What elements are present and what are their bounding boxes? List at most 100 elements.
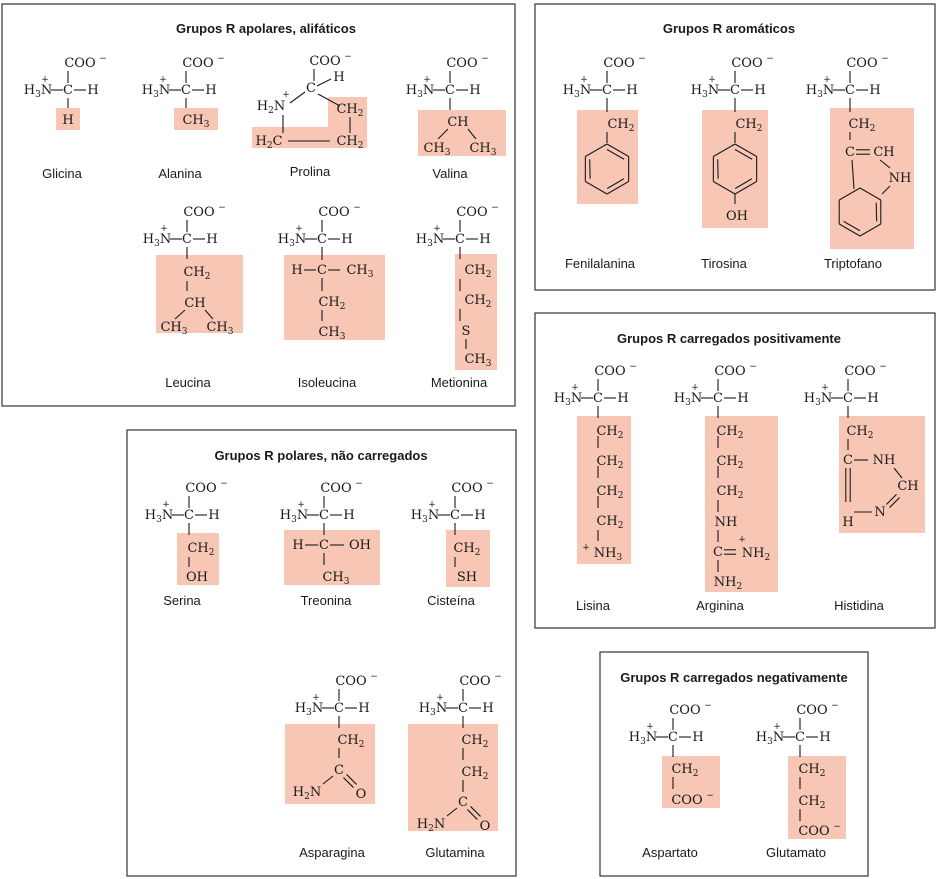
alpha-carbon: C xyxy=(795,730,805,745)
amino-group: H3N xyxy=(406,83,434,100)
negative-charge: − xyxy=(370,672,378,682)
label-ch3: CH3 xyxy=(322,570,349,587)
alpha-hydrogen: H xyxy=(869,83,880,98)
ring-bond xyxy=(734,181,757,195)
panel-positive: Grupos R carregados positivamente xyxy=(534,312,936,629)
amino-acid-name-lisina: Lisina xyxy=(576,598,611,613)
positive-charge: + xyxy=(773,722,781,732)
label-ch2: CH2 xyxy=(336,134,363,151)
alpha-carbon: C xyxy=(450,508,460,523)
panel-polar: Grupos R polares, não carregados xyxy=(126,429,517,877)
label-c: C xyxy=(334,763,344,778)
label-c: C xyxy=(713,545,723,560)
carboxylate-group: COO xyxy=(451,481,482,496)
amino-group: H3N xyxy=(756,730,784,747)
double-bond xyxy=(886,494,897,505)
bond xyxy=(879,159,891,169)
label-h: H xyxy=(292,538,303,553)
charge-sign: − xyxy=(833,822,841,832)
ring-double-bond xyxy=(734,178,753,189)
panel-title: Grupos R carregados positivamente xyxy=(617,331,841,346)
r-group-highlight xyxy=(788,756,846,839)
alpha-hydrogen: H xyxy=(692,730,703,745)
r-group-highlight xyxy=(284,530,380,585)
ring-bond xyxy=(713,143,736,157)
alpha-carbon: C xyxy=(843,391,853,406)
label-ch: CH xyxy=(873,145,894,160)
negative-charge: − xyxy=(220,479,228,489)
amino-acid-name-asparagina: Asparagina xyxy=(299,845,366,860)
r-group-highlight xyxy=(662,756,720,808)
label-coo: COO xyxy=(671,793,702,808)
carboxylate-group: COO xyxy=(183,205,214,220)
label-ch2: CH2 xyxy=(596,514,623,531)
carboxylate-group: COO xyxy=(309,54,340,69)
label-c: C xyxy=(843,453,853,468)
alpha-hydrogen: H xyxy=(626,83,637,98)
label-nh3: NH3 xyxy=(594,546,623,563)
label-ch3: CH3 xyxy=(182,113,209,130)
negative-charge: − xyxy=(704,701,712,711)
carboxylate-group: COO xyxy=(846,56,877,71)
carboxylate-group: COO xyxy=(335,674,366,689)
label-coo: COO xyxy=(798,824,829,839)
amino-group: H3N xyxy=(804,391,832,408)
alpha-carbon: C xyxy=(306,81,316,96)
bond xyxy=(437,128,449,140)
panel-border xyxy=(534,312,936,629)
amino-acid-name-fenilalanina: Fenilalanina xyxy=(565,256,636,271)
alpha-carbon: C xyxy=(845,83,855,98)
carboxylate-group: COO xyxy=(64,56,95,71)
positive-charge: + xyxy=(428,500,436,510)
amino-group: H3N xyxy=(143,232,171,249)
label-ch2: CH2 xyxy=(596,454,623,471)
positive-charge: + xyxy=(312,693,320,703)
negative-charge: − xyxy=(881,54,889,64)
amino-group: H3N xyxy=(806,83,834,100)
label-c: C xyxy=(319,538,329,553)
label-h: H xyxy=(333,70,344,85)
ring-bond xyxy=(585,181,608,195)
alpha-hydrogen: H xyxy=(737,391,748,406)
panel-border xyxy=(599,651,869,877)
panel-border xyxy=(126,429,517,877)
label-ch2: CH2 xyxy=(735,117,762,134)
amino-acid-name-cisteina: Cisteína xyxy=(427,593,475,608)
alpha-carbon: C xyxy=(602,83,612,98)
amino-group: H3N xyxy=(411,508,439,525)
negative-charge: − xyxy=(879,362,887,372)
r-group-highlight xyxy=(56,108,80,130)
negative-charge: − xyxy=(481,54,489,64)
amino-acid-name-treonina: Treonina xyxy=(301,593,353,608)
carboxylate-group: COO xyxy=(731,56,762,71)
charge-sign: + xyxy=(738,535,746,545)
positive-charge: + xyxy=(823,75,831,85)
charge-sign: − xyxy=(344,52,352,62)
amino-acid-name-aspartato: Aspartato xyxy=(642,845,698,860)
label-oh: OH xyxy=(726,209,748,224)
amino-group: H3N xyxy=(563,83,591,100)
amino-group: H3N xyxy=(691,83,719,100)
label-s: S xyxy=(462,324,471,339)
positive-charge: + xyxy=(159,75,167,85)
label-ch: CH xyxy=(184,296,205,311)
alpha-carbon: C xyxy=(334,701,344,716)
label-ch2: CH2 xyxy=(596,484,623,501)
negative-charge: − xyxy=(218,203,226,213)
label-nh: NH xyxy=(873,453,896,468)
amino-acid-name-leucina: Leucina xyxy=(165,375,211,390)
amino-acid-name-metionina: Metionina xyxy=(431,375,488,390)
carboxylate-group: COO xyxy=(669,703,700,718)
label-c: C xyxy=(317,263,327,278)
positive-charge: + xyxy=(162,500,170,510)
alpha-hydrogen: H xyxy=(819,730,830,745)
ring-bond xyxy=(734,143,757,157)
double-bond xyxy=(467,809,478,820)
alpha-hydrogen: H xyxy=(358,701,369,716)
label-ch2: CH2 xyxy=(183,265,210,282)
